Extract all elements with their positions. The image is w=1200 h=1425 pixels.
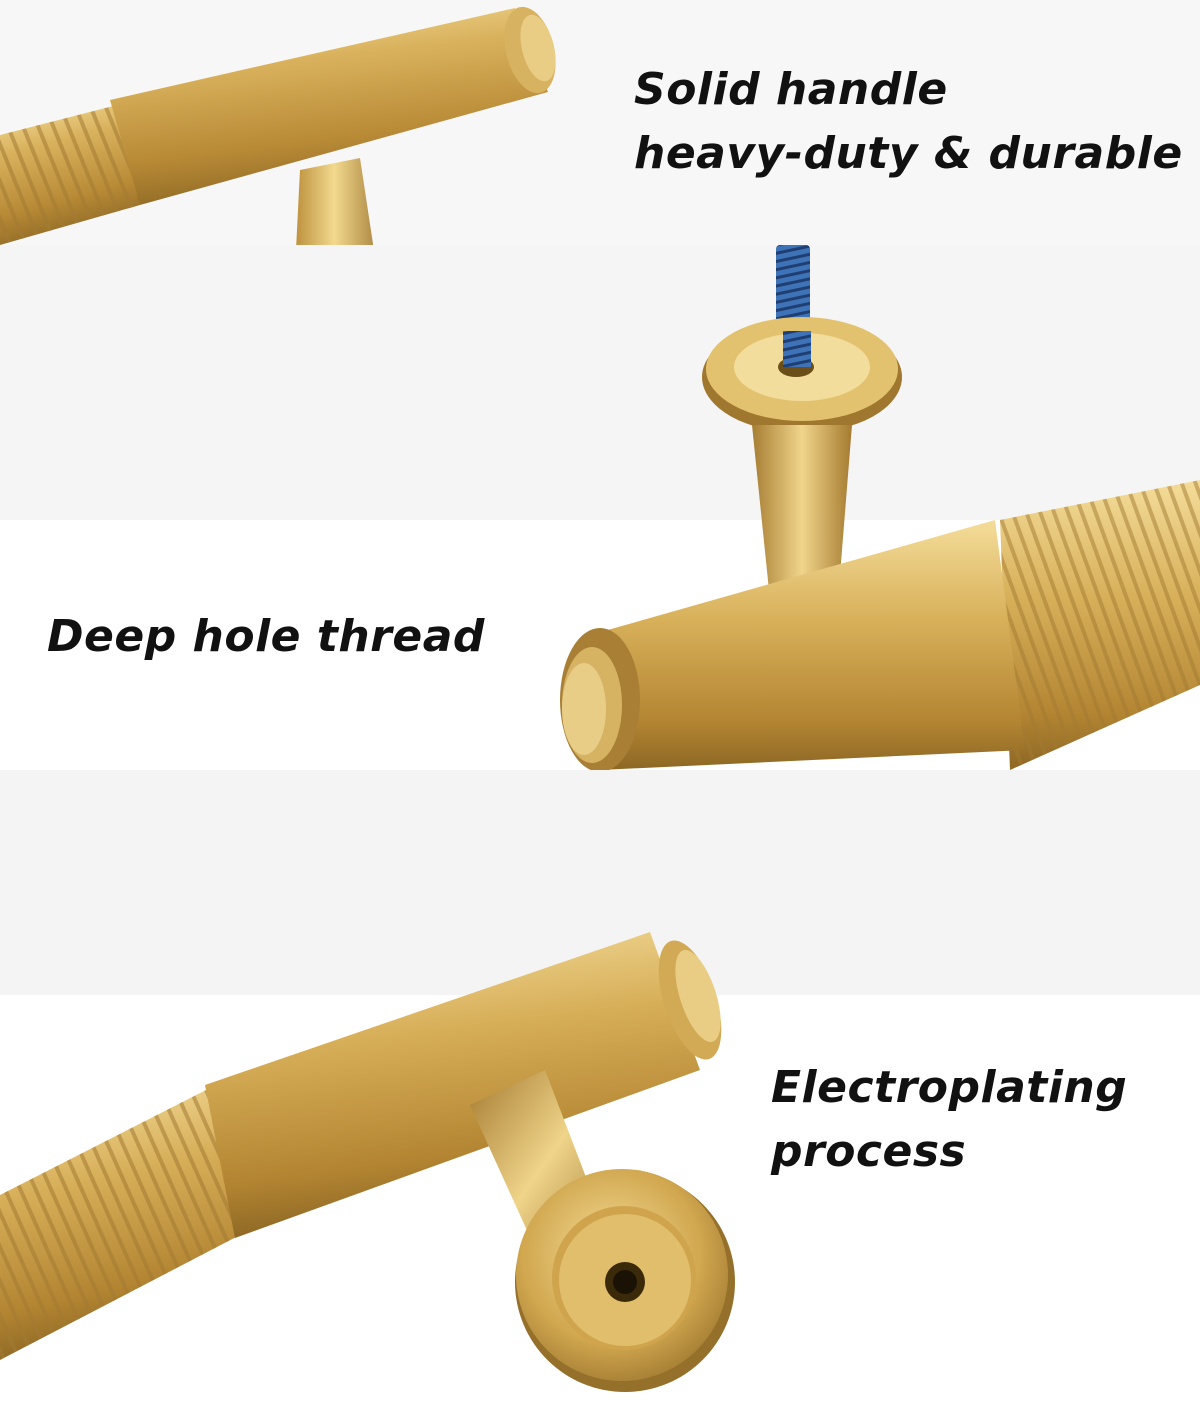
caption-line: Solid handle: [634, 64, 948, 115]
caption-deep-hole-thread: Deep hole thread: [47, 605, 485, 669]
caption-electroplating: Electroplating process: [771, 1056, 1127, 1184]
caption-line: process: [771, 1126, 967, 1177]
panel-deep-hole-thread: Deep hole thread: [0, 245, 1200, 770]
caption-solid-handle: Solid handle heavy-duty & durable: [634, 58, 1183, 186]
panel-electroplating: Electroplating process: [0, 770, 1200, 1425]
brass-handle-image-bottom: [0, 770, 1200, 1425]
caption-line: Deep hole thread: [47, 611, 485, 662]
caption-line: Electroplating: [771, 1062, 1128, 1113]
brass-handle-screw-image: [0, 245, 1200, 770]
caption-line: heavy-duty & durable: [634, 128, 1183, 179]
